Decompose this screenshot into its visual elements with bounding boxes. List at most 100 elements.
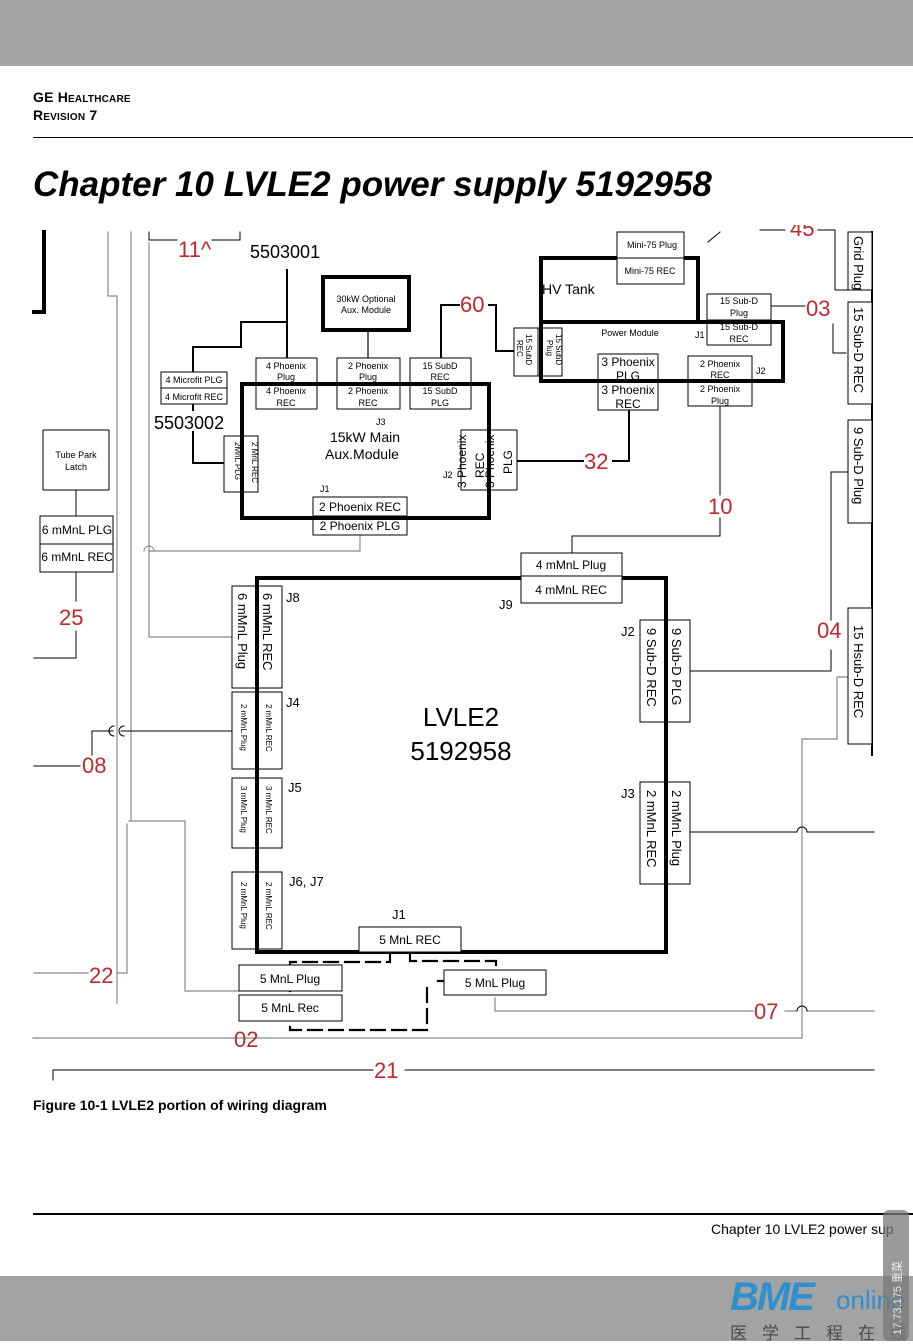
connector-box — [687, 355, 753, 382]
header-rule — [33, 137, 913, 138]
connector-label: 15 SubD — [422, 361, 458, 371]
connector-box — [616, 257, 685, 285]
connector-box — [847, 607, 873, 745]
connector-label: Mini-75 REC — [624, 266, 676, 276]
connector-box — [616, 231, 685, 259]
cable-number: 32 — [584, 449, 608, 474]
wire-crossover — [796, 1005, 808, 1012]
wire — [107, 231, 118, 1004]
wire — [770, 305, 847, 354]
connector-label: Plug — [730, 308, 748, 318]
connector-label: 6 mMnL Plug — [235, 593, 250, 669]
connector-box — [639, 619, 666, 723]
connector-label: REC — [615, 397, 641, 411]
logo-main: BME — [730, 1275, 815, 1319]
jack-label: J8 — [286, 590, 300, 605]
connector-box — [443, 969, 547, 996]
connector-label: 6 mMnL REC — [41, 550, 113, 564]
wire — [707, 229, 849, 291]
viewer-bottom-bar — [0, 1276, 913, 1341]
connector-label: 15 Sub-D — [720, 322, 759, 332]
wire-crossover — [143, 545, 155, 552]
wire — [192, 403, 225, 464]
aux-optional-module-outline — [321, 275, 411, 332]
connector-label: Plug — [359, 372, 377, 382]
wire — [128, 231, 239, 992]
connector-label: 2 Phoenix — [348, 361, 389, 371]
connector-label: PLG — [501, 450, 515, 474]
cable-number: 21 — [374, 1058, 398, 1083]
cable-number: 45 — [790, 225, 814, 241]
connector-box — [409, 357, 472, 384]
connector-box — [256, 691, 283, 770]
wire — [33, 823, 128, 974]
connector-box — [238, 964, 343, 992]
connector-box — [39, 543, 114, 573]
jack-label: J3 — [376, 417, 386, 427]
connector-label: REC — [276, 398, 296, 408]
wire-crossover — [796, 826, 808, 833]
connector-label: 4 Microfit REC — [165, 392, 224, 402]
connector-label: REC — [515, 340, 524, 357]
connector-label: 5 MnL Plug — [465, 976, 525, 990]
header-company: GE Healthcare — [33, 89, 131, 105]
lvle2-part-number: 5192958 — [410, 736, 511, 766]
connector-label: Plug — [277, 372, 295, 382]
connector-box — [256, 777, 283, 849]
connector-box — [706, 293, 772, 321]
connector-box — [409, 382, 472, 410]
part-number-5503001: 5503001 — [250, 242, 320, 262]
wire — [192, 269, 288, 373]
aux-optional-label-2: Aux. Module — [341, 305, 391, 315]
connector-box — [255, 382, 318, 410]
connector-label: 2 mMnL REC — [264, 704, 273, 752]
connector-box — [847, 301, 873, 405]
connector-label: PLG — [431, 398, 449, 408]
jack-label: J4 — [286, 695, 300, 710]
connector-label: 2 mMnL Plug — [669, 790, 684, 866]
cable-number: 10 — [708, 494, 732, 519]
watermark-tab: 17.73.175 重菜 — [883, 1210, 909, 1341]
chapter-title: Chapter 10 LVLE2 power supply 5192958 — [33, 165, 712, 204]
connector-box — [664, 619, 691, 723]
connector-label: 4 Phoenix — [266, 386, 307, 396]
cable-number: 03 — [806, 296, 830, 321]
connector-label: 5 MnL Rec — [261, 1001, 319, 1015]
connector-label: 15 Sub-D REC — [851, 307, 866, 393]
connector-label: 2 mMnL REC — [644, 790, 659, 868]
hv-tank-label: HV Tank — [542, 281, 596, 297]
jack-label: J1 — [695, 330, 705, 340]
connector-label: 3 mMnL REC — [264, 786, 273, 834]
connector-label: REC — [430, 372, 450, 382]
connector-label: 6 mMnL REC — [260, 593, 275, 671]
jack-label: J6, J7 — [289, 874, 324, 889]
lvle2-name: LVLE2 — [423, 702, 499, 732]
aux-main-label-1: 15kW Main — [330, 429, 400, 445]
connector-label: 4 Phoenix — [266, 361, 307, 371]
connector-label: 3 Phoenix — [483, 435, 497, 488]
connector-label: 6 mMnL PLG — [42, 523, 112, 537]
connector-label: Mini-75 Plug — [627, 240, 677, 250]
connector-label: 4 mMnL Plug — [536, 558, 606, 572]
connector-box — [39, 515, 114, 545]
cable-number: 22 — [89, 963, 113, 988]
connector-label: 2 mMnL Plug — [239, 882, 248, 929]
aux-main-label-2: Aux.Module — [325, 446, 399, 462]
connector-label: 15 SubD — [524, 334, 533, 365]
connector-box — [664, 781, 691, 885]
connector-label: REC — [473, 452, 487, 478]
cable-number: 08 — [82, 753, 106, 778]
connector-label: 15 SubD — [554, 334, 563, 365]
connector-label: 15 SubD — [422, 386, 458, 396]
cable-number: 60 — [460, 292, 484, 317]
aux-optional-label-1: 30kW Optional — [336, 294, 395, 304]
jack-label: J2 — [756, 366, 766, 376]
connector-label: 3 Phoenix — [601, 383, 654, 397]
footer-running-title: Chapter 10 LVLE2 power sup — [711, 1221, 894, 1237]
aux-bus — [240, 384, 489, 520]
cable-number: 07 — [754, 999, 778, 1024]
connector-label: 3 mMnL Plug — [239, 786, 248, 833]
connector-label: 2MnL PLG — [233, 442, 242, 480]
jack-label: J5 — [288, 780, 302, 795]
wire — [517, 408, 630, 462]
